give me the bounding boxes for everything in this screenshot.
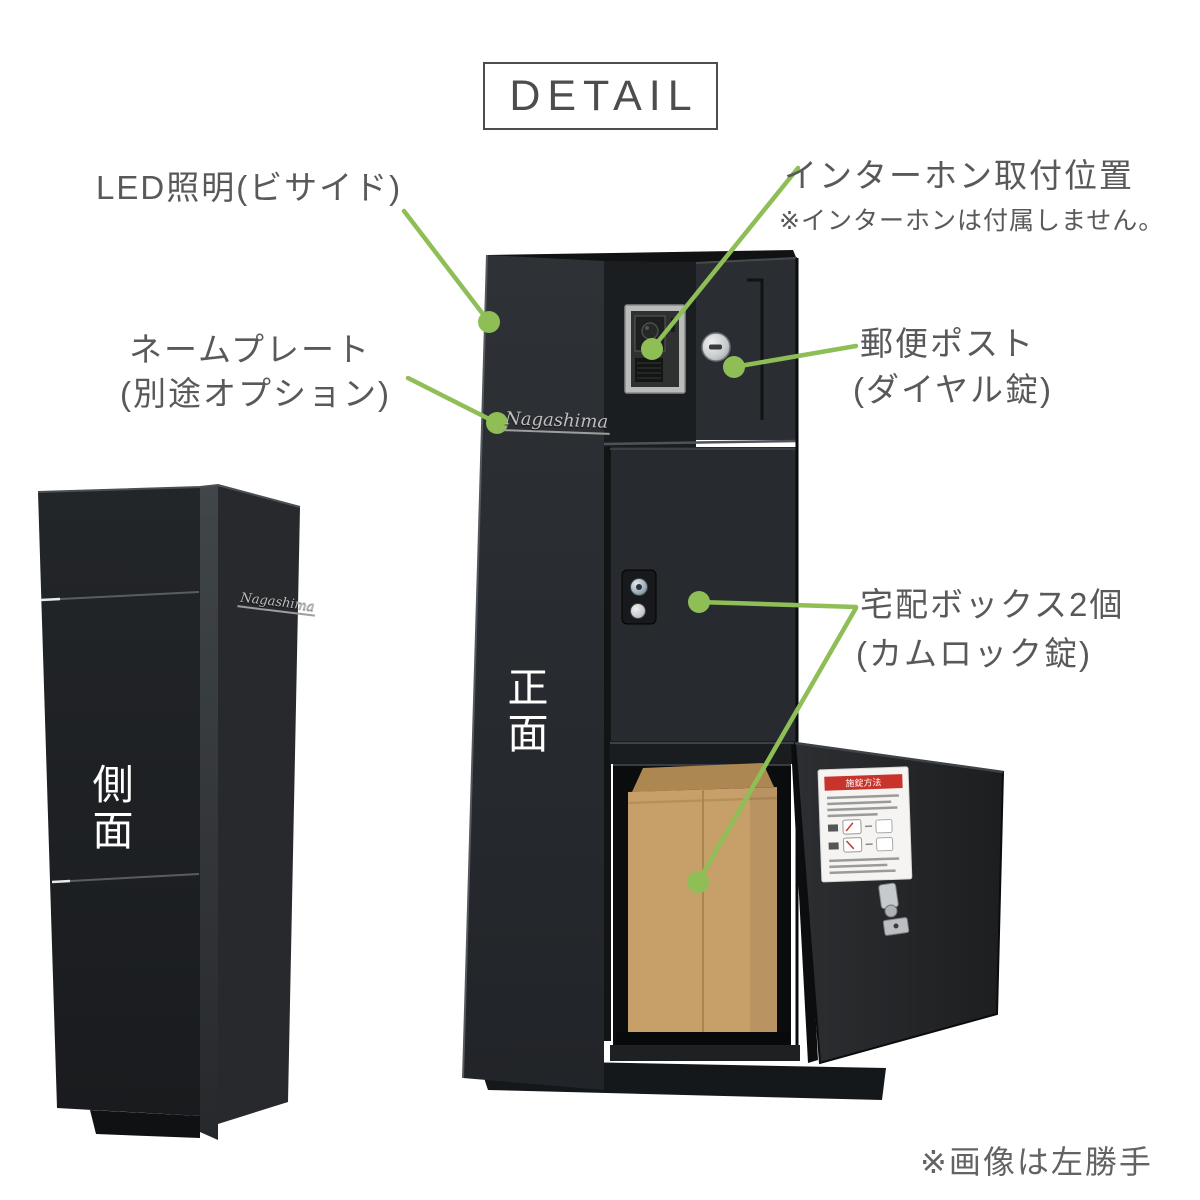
annotation-dots xyxy=(478,311,745,893)
door-left-groove xyxy=(604,447,611,1041)
nameplate-front: Nagashima xyxy=(502,408,611,435)
sticker-line xyxy=(829,857,900,863)
base-plinth xyxy=(90,1110,200,1138)
annotation-line-nameplate xyxy=(405,375,500,426)
sticker-diagram-row xyxy=(827,819,893,835)
left-stile xyxy=(463,255,604,1090)
annotation-dot-led xyxy=(478,311,500,333)
mail-post-door xyxy=(696,257,797,440)
annotation-dot-mailpost xyxy=(723,356,745,378)
sticker-line xyxy=(827,800,892,806)
detail-title-box: DETAIL xyxy=(483,62,718,130)
annotation-dot-deliverydoor xyxy=(688,591,710,613)
panel-seam-glint xyxy=(40,597,61,602)
sticker-header xyxy=(824,774,903,791)
annotation-dot-parcelbox xyxy=(687,871,709,893)
panel-seam-glint xyxy=(51,879,71,884)
label-mailpost-line1: 郵便ポスト xyxy=(860,325,1035,362)
section-strip xyxy=(610,741,797,764)
label-deliverybox-line2: (カムロック錠) xyxy=(856,635,1092,672)
detail-title: DETAIL xyxy=(509,71,699,120)
side-view-unit xyxy=(37,483,301,1140)
parcel-top-flaps xyxy=(632,763,774,792)
side-view-tag: 側面 xyxy=(92,762,134,854)
compartment-floor-shadow xyxy=(616,1032,790,1045)
lens-glint xyxy=(645,326,649,330)
locking-instructions-sticker: 施錠方法 xyxy=(817,766,913,883)
mail-door-top-edge xyxy=(695,257,798,264)
sticker-line xyxy=(829,869,896,875)
panel-seam xyxy=(51,873,200,883)
front-view-tag: 正面 xyxy=(507,665,549,757)
label-mailpost-line2: (ダイヤル錠) xyxy=(853,371,1053,408)
section-seam xyxy=(603,439,798,446)
label-led: LED照明(ビサイド) xyxy=(96,169,403,206)
frame-post xyxy=(200,485,218,1140)
sticker-diagram-row xyxy=(828,837,894,853)
annotation-line-mailpost xyxy=(731,343,859,370)
sticker-line xyxy=(826,794,899,800)
door-latch xyxy=(878,882,910,936)
cardboard-parcel xyxy=(627,763,778,1036)
mail-door-groove xyxy=(747,278,764,420)
label-nameplate-line1: ネームプレート xyxy=(129,331,372,368)
panel-seam xyxy=(40,591,200,601)
label-deliverybox-line1: 宅配ボックス2個 xyxy=(860,586,1125,623)
sticker-line xyxy=(827,806,898,812)
annotation-dot-intercom xyxy=(641,338,663,360)
annotation-line-led xyxy=(401,208,492,325)
annotation-lines xyxy=(401,165,859,885)
sticker-line xyxy=(827,812,878,818)
annotation-line-intercom xyxy=(649,165,801,352)
label-intercom-title: インターホン取付位置 xyxy=(784,157,1134,194)
sticker-line xyxy=(829,863,888,869)
intercom-camera-lens xyxy=(641,322,659,340)
footer-note: ※画像は左勝手 xyxy=(920,1144,1153,1180)
side-panel xyxy=(38,487,200,1116)
dial-lock-slot xyxy=(709,344,722,350)
top-edge xyxy=(37,483,301,508)
front-face xyxy=(218,486,300,1124)
cam-lock-keyhole xyxy=(630,603,646,619)
label-nameplate-line2: (別途オプション) xyxy=(120,375,391,412)
annotation-dot-nameplate xyxy=(486,412,508,434)
cam-lock-dial-center xyxy=(636,584,642,590)
door-hinge xyxy=(791,743,818,1063)
annotation-line-deliverydoor xyxy=(696,599,859,610)
sticker-title: 施錠方法 xyxy=(845,776,881,788)
label-intercom-note: ※インターホンは付属しません。 xyxy=(779,207,1165,235)
compartment-sill xyxy=(610,1045,800,1061)
stile-edge-highlight xyxy=(462,254,488,1079)
parcel-shade xyxy=(750,787,777,1033)
open-door-top-edge xyxy=(794,741,1004,774)
annotation-line-parcelbox xyxy=(695,605,859,885)
